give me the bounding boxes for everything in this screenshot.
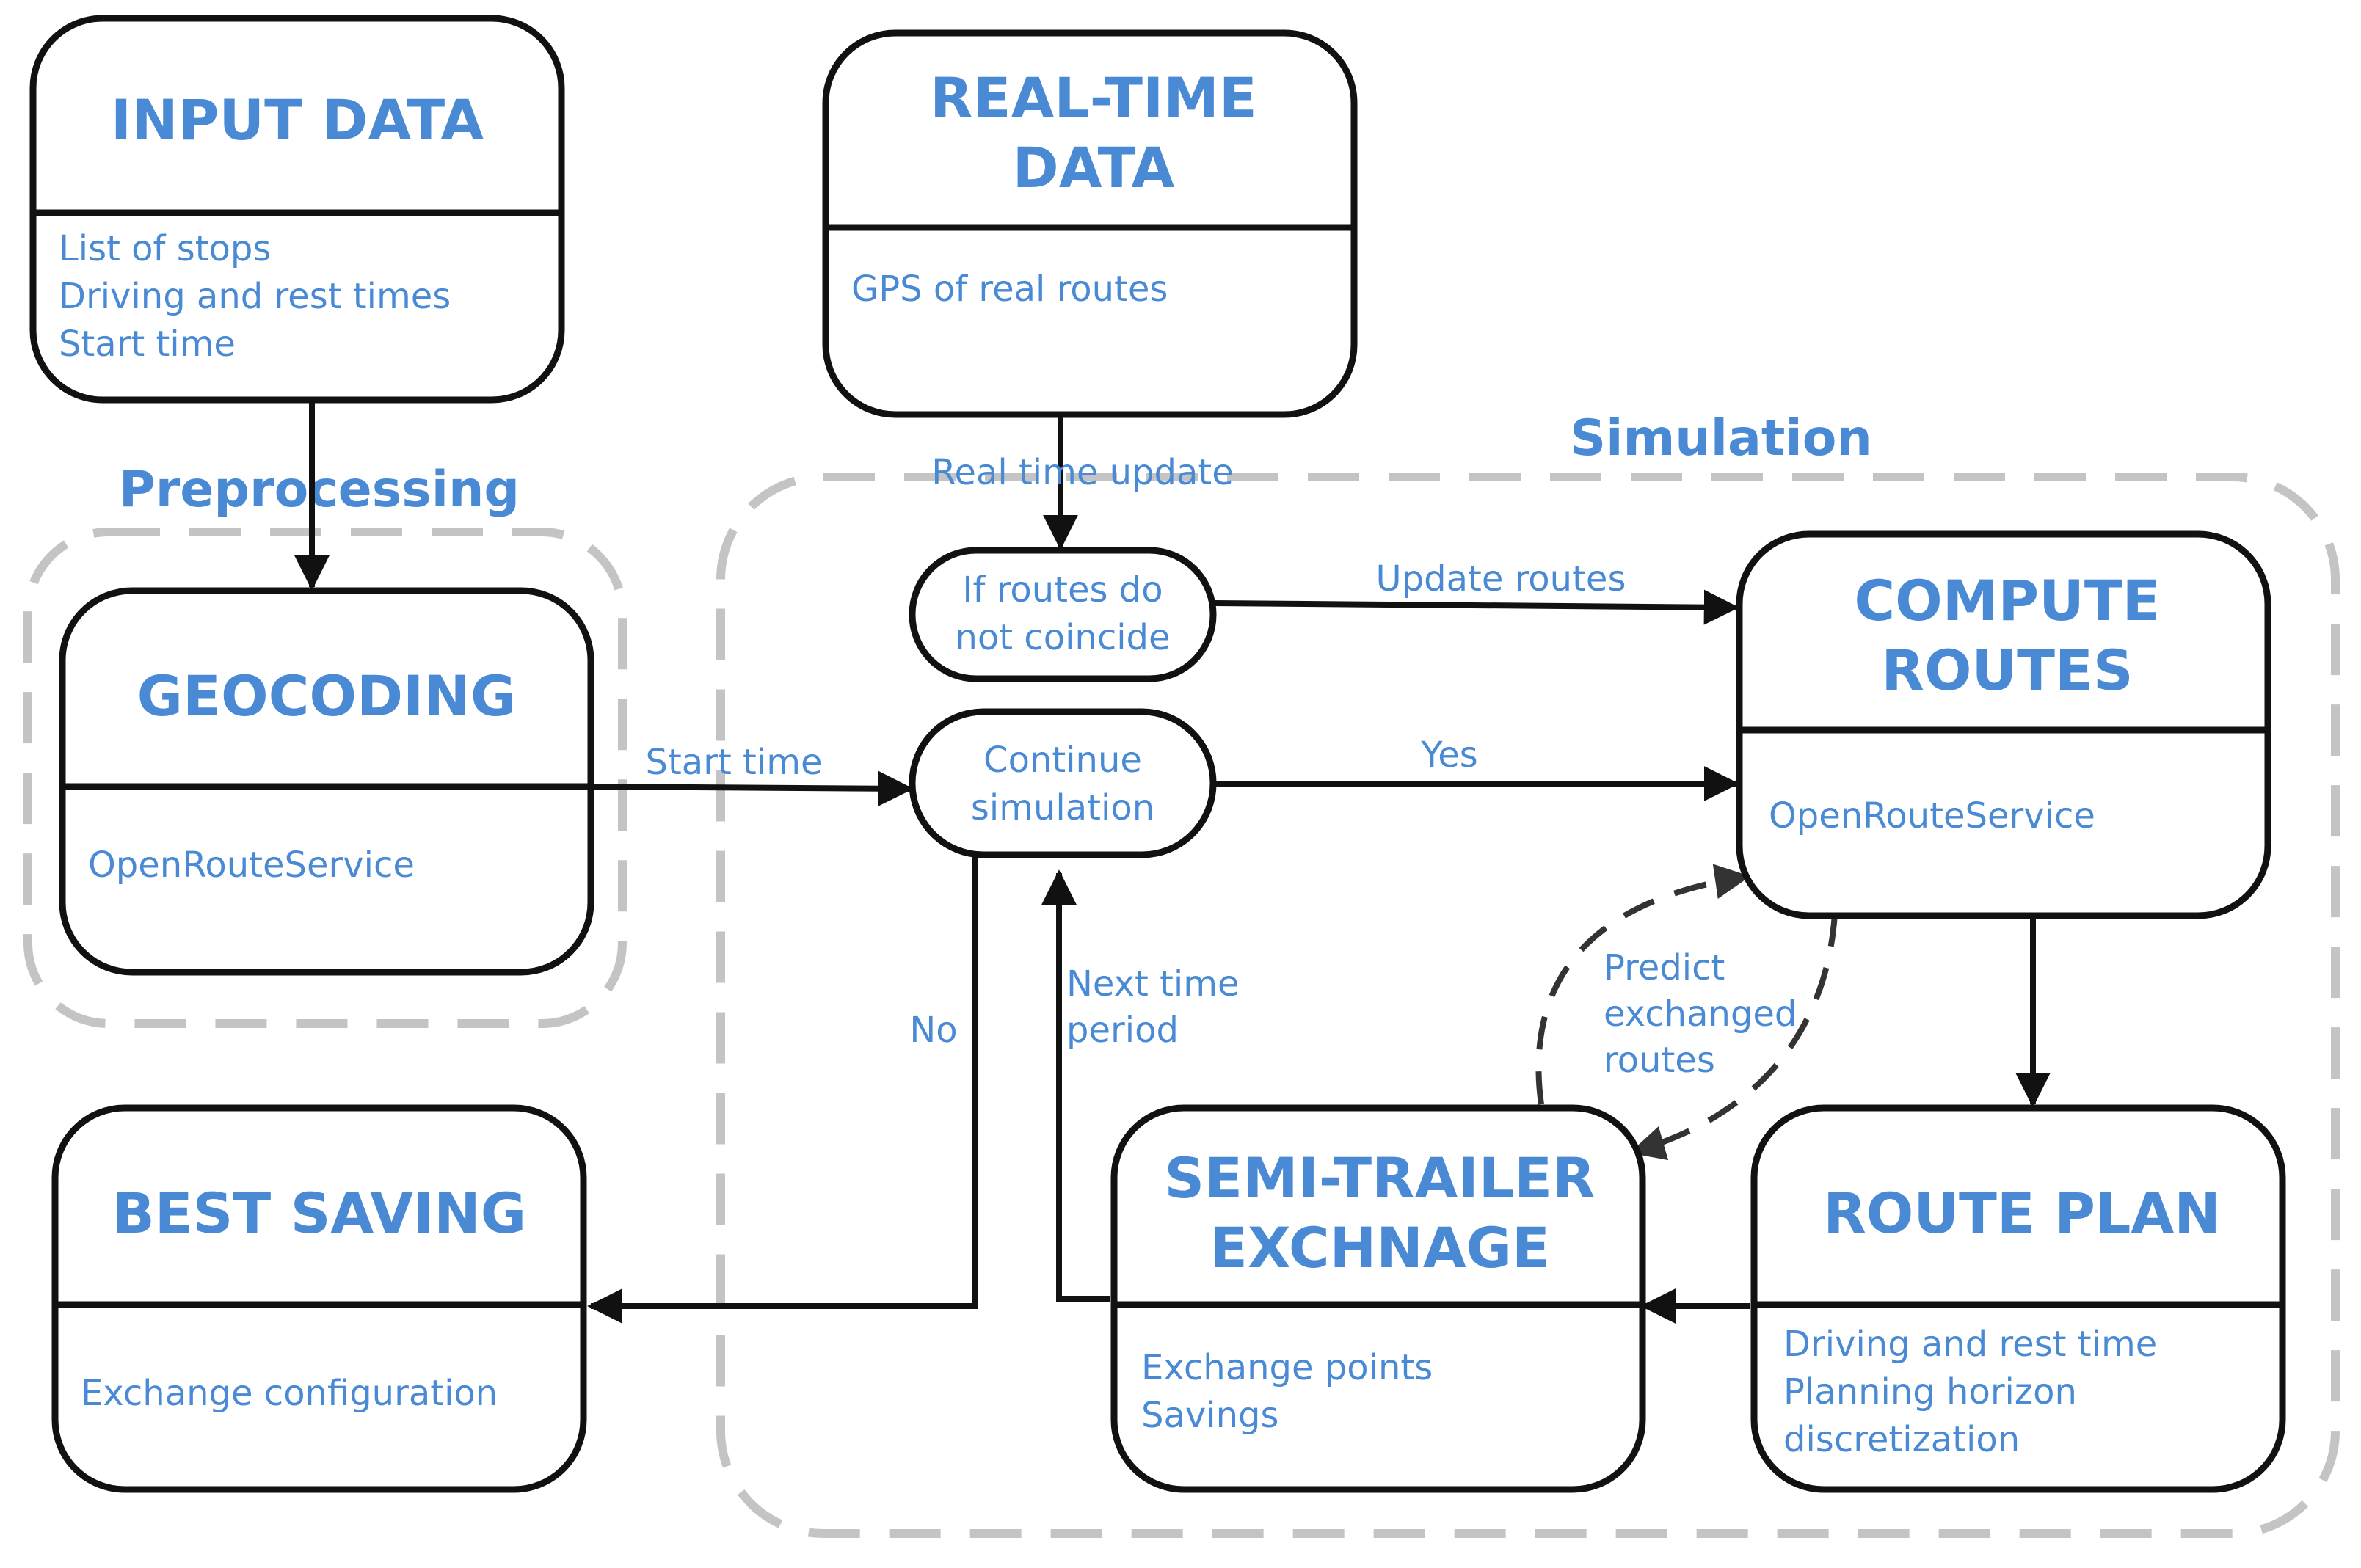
edge-label-start-time: Start time	[646, 742, 823, 783]
node-route-plan: ROUTE PLAN Driving and rest time Plannin…	[1750, 1104, 2286, 1493]
input-data-item-2: Driving and rest times	[59, 276, 451, 317]
semi-trailer-item-2: Savings	[1141, 1395, 1279, 1436]
node-compute-routes: COMPUTE ROUTES OpenRouteService	[1736, 530, 2271, 919]
input-data-item-1: List of stops	[59, 228, 271, 269]
edge-geocoding-to-continue	[590, 770, 914, 806]
preprocessing-group	[23, 528, 627, 1028]
route-plan-item-1: Driving and rest time	[1783, 1324, 2157, 1365]
semi-trailer-item-1: Exchange points	[1141, 1347, 1433, 1388]
edge-ifroutes-to-compute	[1214, 589, 1739, 625]
preprocessing-label: Preprocessing	[119, 461, 520, 519]
edge-label-predict-1: Predict	[1604, 947, 1725, 988]
compute-routes-title-2: ROUTES	[1881, 638, 2133, 703]
edge-semitrailer-to-continue	[1041, 869, 1110, 1302]
edge-label-yes: Yes	[1420, 734, 1477, 776]
if-routes-line-1: If routes do	[962, 569, 1163, 610]
real-time-title-1: REAL-TIME	[930, 65, 1257, 131]
edge-label-no: No	[909, 1010, 957, 1051]
real-time-title-2: DATA	[1013, 135, 1175, 200]
route-plan-item-2: Planning horizon	[1783, 1371, 2077, 1412]
input-data-item-3: Start time	[59, 324, 236, 365]
real-time-item-1: GPS of real routes	[851, 269, 1168, 310]
edge-semitrailer-to-compute-dashed	[1535, 864, 1750, 1105]
node-continue-simulation: Continue simulation	[909, 708, 1217, 858]
compute-routes-item-1: OpenRouteService	[1769, 795, 2095, 836]
node-best-saving: BEST SAVING Exchange configuration	[51, 1104, 587, 1493]
node-input-data: INPUT DATA List of stops Driving and res…	[29, 15, 565, 404]
node-semi-trailer-exchange: SEMI-TRAILER EXCHNAGE Exchange points Sa…	[1110, 1104, 1646, 1493]
geocoding-item-1: OpenRouteService	[88, 845, 415, 886]
edge-compute-to-semitrailer-dashed	[1629, 913, 1838, 1161]
edge-label-update-routes: Update routes	[1376, 558, 1626, 599]
best-saving-item-1: Exchange configuration	[81, 1373, 498, 1414]
route-plan-title: ROUTE PLAN	[1823, 1181, 2221, 1246]
semi-trailer-title-1: SEMI-TRAILER	[1164, 1145, 1595, 1211]
node-geocoding: GEOCODING OpenRouteService	[59, 587, 594, 976]
node-real-time-data: REAL-TIME DATA GPS of real routes	[822, 29, 1358, 418]
geocoding-title: GEOCODING	[137, 663, 517, 729]
best-saving-title: BEST SAVING	[112, 1181, 526, 1246]
input-data-title: INPUT DATA	[111, 87, 484, 153]
node-if-routes-do-not-coincide: If routes do not coincide	[909, 547, 1217, 682]
compute-routes-title-1: COMPUTE	[1854, 568, 2160, 633]
route-plan-item-3: discretization	[1783, 1419, 2020, 1460]
edge-continue-to-bestsaving	[587, 855, 978, 1324]
edge-label-next-time-2: period	[1066, 1010, 1179, 1051]
edge-label-next-time-1: Next time	[1066, 963, 1240, 1004]
semi-trailer-title-2: EXCHNAGE	[1209, 1215, 1550, 1280]
edge-label-real-time-update: Real time update	[931, 452, 1234, 493]
continue-sim-line-2: simulation	[971, 787, 1154, 828]
edge-label-predict-3: routes	[1604, 1040, 1715, 1081]
simulation-label: Simulation	[1570, 409, 1872, 467]
continue-sim-line-1: Continue	[983, 740, 1142, 781]
if-routes-line-2: not coincide	[955, 617, 1170, 658]
edge-label-predict-2: exchanged	[1604, 993, 1797, 1035]
